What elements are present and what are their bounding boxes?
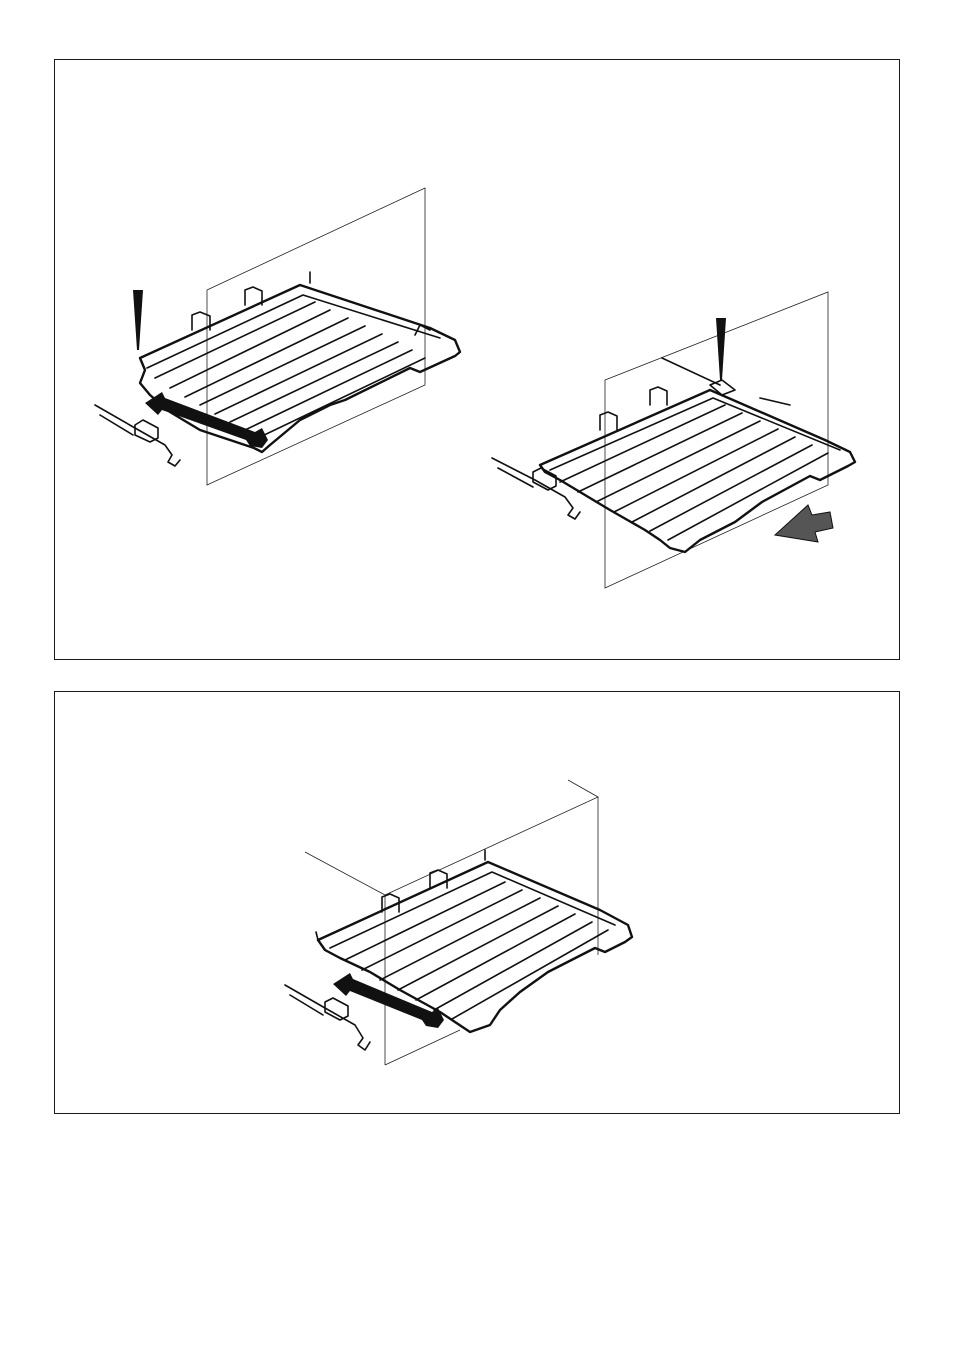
shelf-rack-inner <box>550 398 840 470</box>
pull-arrow-icon <box>145 392 268 448</box>
shelf-rack-frame <box>140 285 460 452</box>
oven-wall-plane <box>207 188 425 485</box>
pointer-wedge-icon <box>716 318 726 380</box>
side-rail-icon <box>662 358 720 385</box>
side-rail-icon <box>492 458 580 519</box>
right-shelf-view <box>492 292 855 588</box>
left-shelf-view <box>95 188 460 485</box>
push-arrow-icon <box>775 505 833 542</box>
pointer-wedge-icon <box>133 290 143 350</box>
bottom-figure-panel <box>54 691 900 1114</box>
rack-hook <box>600 412 617 430</box>
rack-hook <box>650 387 667 405</box>
oven-wall-plane <box>605 292 828 588</box>
side-rail-icon <box>760 398 790 405</box>
